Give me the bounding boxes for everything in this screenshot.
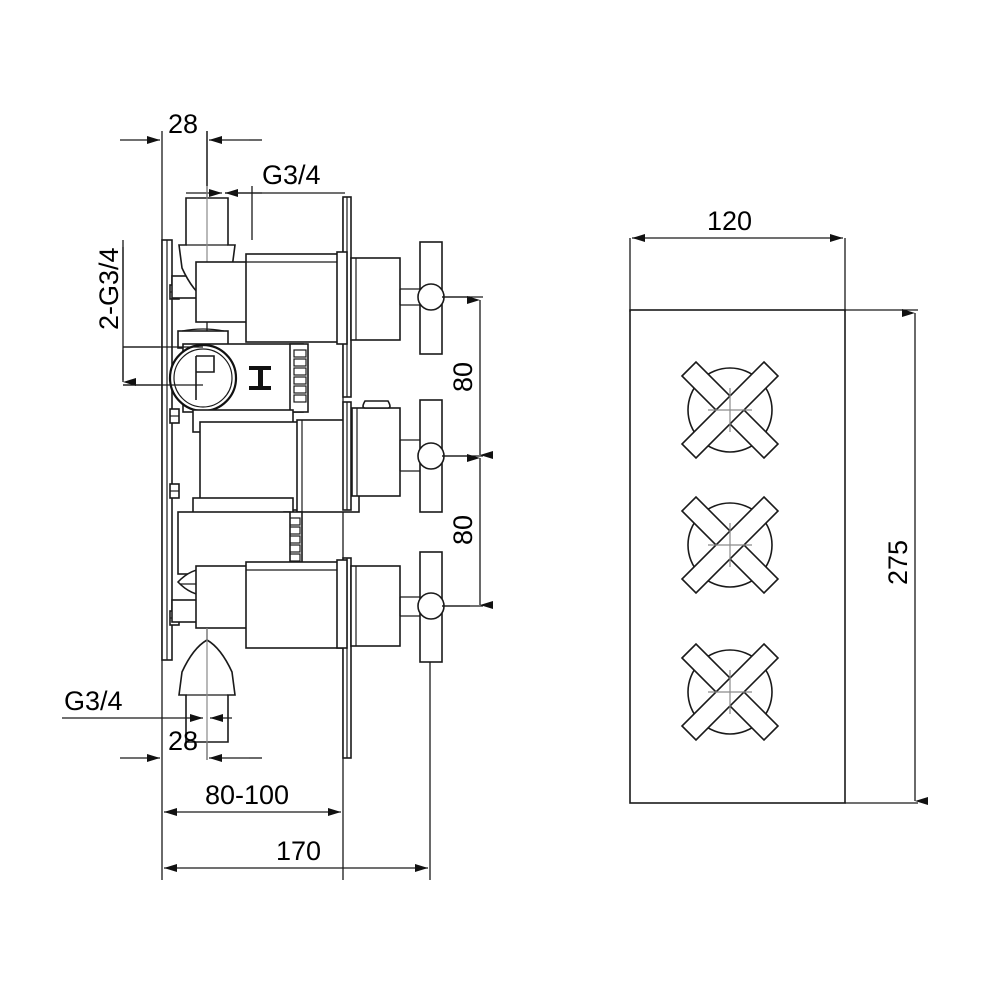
thermostatic-cartridge-port [123, 328, 309, 413]
mounting-wall-plate [161, 239, 173, 661]
cross-handle-top[interactable] [680, 360, 780, 460]
dimension-bottom-28: 28 [120, 726, 262, 762]
dimension-top-28: 28 [120, 109, 262, 144]
dimension-top-g34: G3/4 [186, 160, 345, 197]
cross-handle-bottom[interactable] [680, 642, 780, 742]
i-beam-symbol [249, 366, 271, 390]
dimension-label-bottom-28: 28 [168, 726, 198, 756]
dimension-label-front-120: 120 [707, 206, 752, 236]
dimension-label-bottom-170: 170 [276, 836, 321, 866]
dimension-label-right-80-lower: 80 [448, 515, 478, 545]
dimension-label-left-2g34: 2-G3/4 [94, 247, 124, 330]
dimension-left-2g34: 2-G3/4 [94, 247, 160, 386]
side-section-view: 28 G3/4 2-G3/4 [62, 109, 493, 880]
dimension-right-80-lower: 80 [442, 454, 493, 609]
bottom-valve-assembly [195, 551, 470, 759]
dimension-bottom-80-100: 80-100 [164, 780, 341, 816]
dimension-label-right-80-upper: 80 [448, 362, 478, 392]
dimension-label-top-28: 28 [168, 109, 198, 139]
top-valve-assembly [195, 196, 470, 398]
middle-valve-assembly [177, 399, 470, 575]
dimension-front-275: 275 [845, 309, 928, 805]
dimension-bottom-170: 170 [164, 836, 428, 872]
dimension-label-front-275: 275 [883, 540, 913, 585]
dimension-label-bottom-g34: G3/4 [64, 686, 123, 716]
cartridge-ribs [293, 349, 307, 403]
dimension-front-120: 120 [629, 206, 846, 312]
dimension-right-80-upper: 80 [442, 296, 493, 459]
cross-handle-middle[interactable] [680, 495, 780, 595]
dimension-label-bottom-80-100: 80-100 [205, 780, 289, 810]
dimension-bottom-g34: G3/4 [62, 686, 232, 722]
front-face-view: 120 275 [629, 206, 928, 805]
dimension-label-top-g34: G3/4 [262, 160, 321, 190]
